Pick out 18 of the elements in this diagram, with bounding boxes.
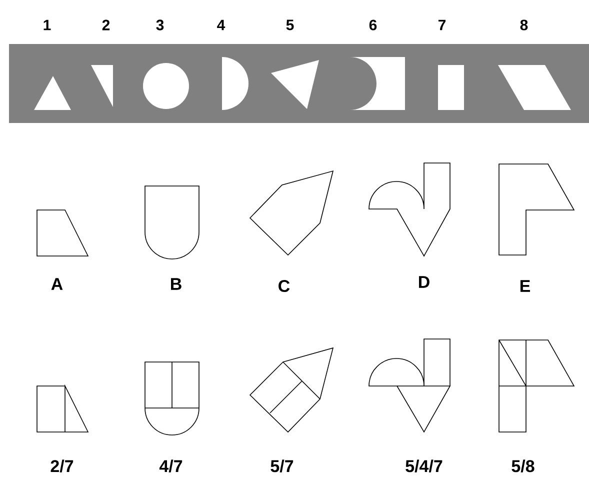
figure-letter: B bbox=[171, 278, 182, 290]
shape-number: 1 bbox=[44, 20, 51, 30]
shape-number: 3 bbox=[156, 20, 164, 30]
shape-number: 5 bbox=[286, 20, 294, 30]
shape-number: 2 bbox=[102, 20, 110, 30]
answer-label: 5/4/7 bbox=[406, 460, 442, 472]
figure-letter: A bbox=[51, 278, 63, 290]
figure-letter: D bbox=[419, 276, 430, 288]
answer-label: 5/8 bbox=[512, 460, 534, 472]
answer-label: 5/7 bbox=[270, 460, 294, 472]
shape-number: 4 bbox=[217, 20, 226, 30]
shape-number: 7 bbox=[438, 20, 446, 30]
answer-label: 4/7 bbox=[159, 460, 182, 472]
answer-label: 2/7 bbox=[50, 460, 74, 472]
figure-letter: C bbox=[278, 280, 290, 292]
shape-number: 6 bbox=[369, 20, 377, 30]
shape-number: 8 bbox=[520, 20, 528, 30]
figure-letter: E bbox=[520, 280, 530, 292]
